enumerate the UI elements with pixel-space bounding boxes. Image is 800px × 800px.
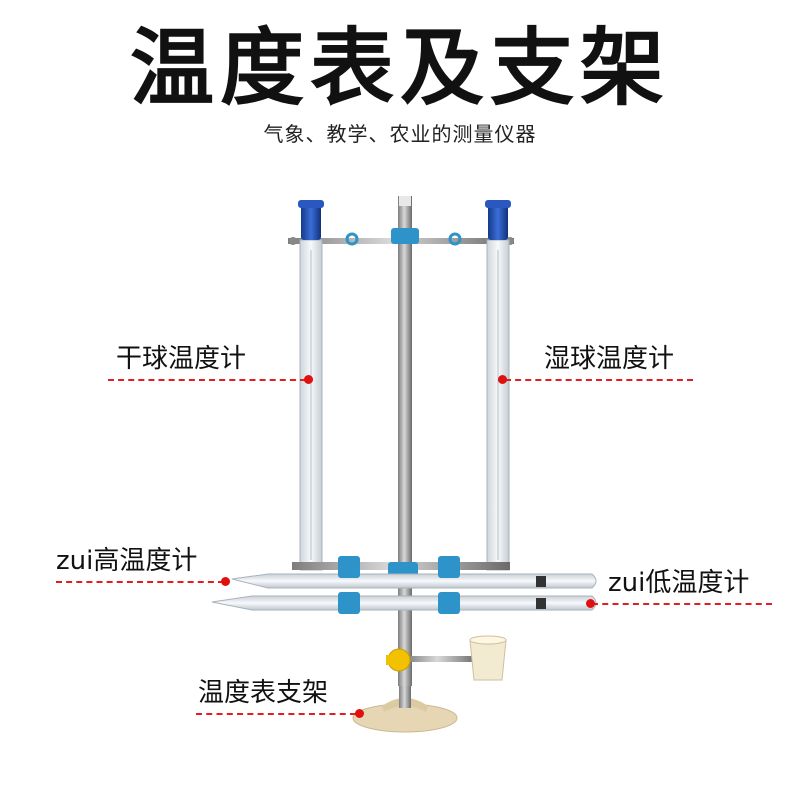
callout-dry-bulb: 干球温度计 [116, 344, 247, 374]
callout-max-thermometer: zui高温度计 [56, 546, 198, 576]
max-thermometer [231, 573, 597, 589]
stand-base [352, 686, 458, 733]
central-rod [398, 196, 412, 686]
page-title: 温度表及支架 [129, 19, 670, 117]
min-thermometer [211, 595, 597, 611]
dry-bulb-thermometer [298, 200, 324, 571]
guide-line-dry-bulb [108, 379, 306, 381]
guide-line-min-thermometer [592, 603, 772, 605]
wet-bulb-thermometer [485, 200, 511, 571]
callout-wet-bulb: 湿球温度计 [544, 344, 675, 374]
marker-dot-max-thermometer [221, 577, 230, 586]
marker-dot-min-thermometer [586, 599, 595, 608]
top-rod-clamp [391, 228, 419, 244]
guide-line-stand [196, 713, 356, 715]
guide-line-max-thermometer [56, 581, 224, 583]
thermometer-clips [338, 556, 460, 614]
guide-line-wet-bulb [505, 379, 693, 381]
callout-stand: 温度表支架 [198, 678, 329, 708]
marker-dot-dry-bulb [304, 375, 313, 384]
knob-icon [386, 648, 411, 672]
page-subtitle: 气象、教学、农业的测量仪器 [263, 122, 537, 146]
marker-dot-stand [355, 709, 364, 718]
water-cup-arm [405, 635, 507, 681]
marker-dot-wet-bulb [498, 375, 507, 384]
callout-min-thermometer: zui低温度计 [608, 568, 750, 598]
